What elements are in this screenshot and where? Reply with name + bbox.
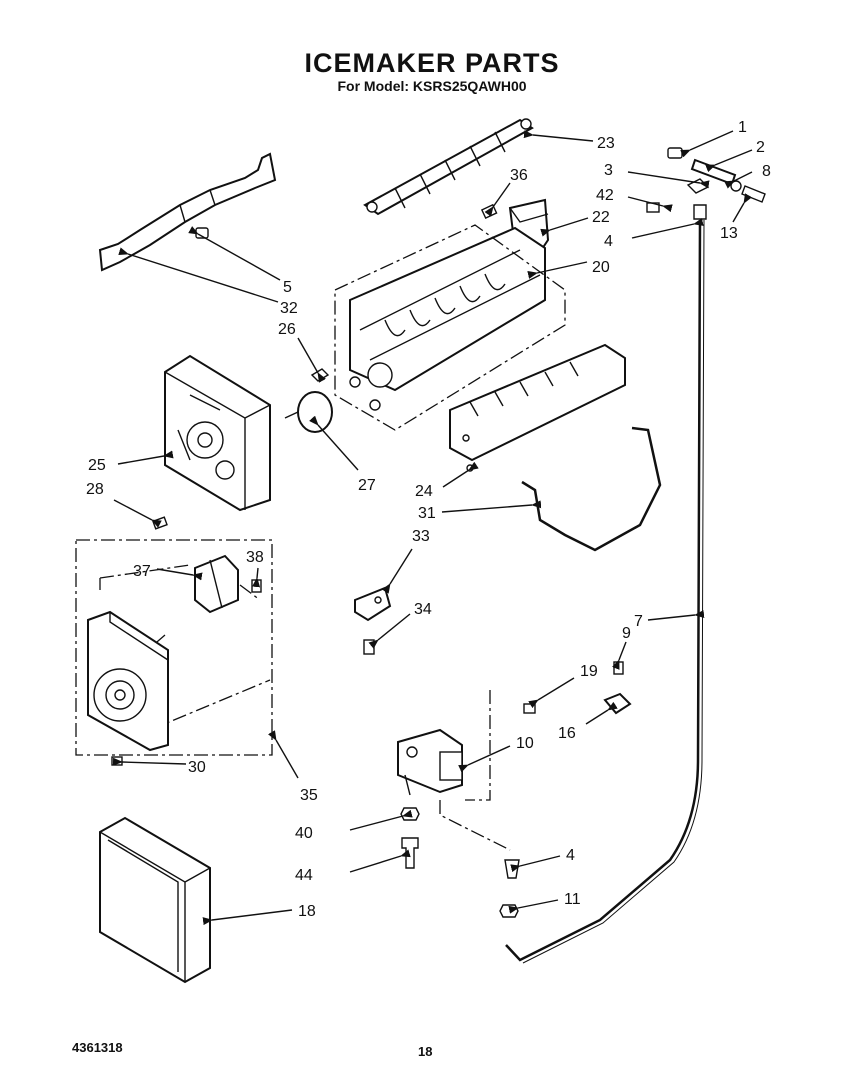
screw-28-part — [152, 516, 168, 530]
callout-23: 23 — [597, 135, 615, 152]
callout-7: 7 — [634, 613, 643, 630]
document-number: 4361318 — [72, 1040, 123, 1055]
callout-42: 42 — [596, 187, 614, 204]
fitting-44-part — [401, 837, 419, 869]
callout-35: 35 — [300, 787, 318, 804]
nut-40-part — [400, 807, 420, 821]
callout-30: 30 — [188, 759, 206, 776]
callout-4-lower: 4 — [566, 847, 575, 864]
module-kit-35-part — [75, 539, 273, 756]
callout-8: 8 — [762, 163, 771, 180]
bracket-33-part — [354, 586, 392, 622]
callout-31: 31 — [418, 505, 436, 522]
callout-18: 18 — [298, 903, 316, 920]
screw-34-part — [363, 639, 375, 655]
module-plate-part — [87, 610, 169, 752]
ejector-rail-part — [363, 118, 534, 216]
leader-lines — [112, 130, 753, 926]
callout-9: 9 — [622, 625, 631, 642]
callout-4-upper: 4 — [604, 233, 613, 250]
callout-11: 11 — [564, 891, 581, 908]
water-tube-part — [505, 219, 705, 964]
control-housing-part — [164, 354, 271, 512]
callout-22: 22 — [592, 209, 610, 226]
page-title: ICEMAKER PARTS — [304, 48, 560, 78]
callout-34: 34 — [414, 601, 432, 618]
screw-30-part — [111, 756, 123, 766]
icemaker-mold-part — [334, 224, 566, 431]
callout-28: 28 — [86, 481, 104, 498]
callout-33: 33 — [412, 528, 430, 545]
wire-harness-part — [98, 152, 277, 272]
fittings-top-right-part — [646, 147, 766, 220]
callout-10: 10 — [516, 735, 534, 752]
sleeve-4-lower-part — [504, 859, 520, 879]
page-number: 18 — [418, 1044, 433, 1059]
callout-44: 44 — [295, 867, 313, 884]
callout-16: 16 — [558, 725, 576, 742]
callout-24: 24 — [415, 483, 433, 500]
callout-27: 27 — [358, 477, 376, 494]
callout-13: 13 — [720, 225, 738, 242]
callout-36: 36 — [510, 167, 528, 184]
bail-arm-part — [521, 426, 662, 552]
shield-heater-part — [449, 343, 626, 472]
callout-5: 5 — [283, 279, 292, 296]
callout-labels: 23 1 2 3 8 42 36 22 13 4 20 5 32 26 25 2… — [86, 119, 771, 920]
screw-36-part — [480, 203, 498, 219]
screw-9-part — [613, 661, 624, 675]
module-motor-part — [194, 554, 239, 614]
callout-20: 20 — [592, 259, 610, 276]
motor-27-part — [284, 391, 333, 433]
callout-2: 2 — [756, 139, 765, 156]
water-valve-part — [397, 690, 511, 851]
screw-38-part — [251, 579, 262, 593]
clip-26-part — [310, 368, 330, 382]
callout-32: 32 — [280, 300, 298, 317]
model-subtitle: For Model: KSRS25QAWH00 — [337, 78, 527, 94]
callout-26: 26 — [278, 321, 296, 338]
screw-19-part — [523, 703, 536, 714]
filter-box-part — [99, 816, 211, 984]
callout-38: 38 — [246, 549, 264, 566]
callout-37: 37 — [133, 563, 151, 580]
callout-3: 3 — [604, 162, 613, 179]
callout-1: 1 — [738, 119, 747, 136]
nut-11-part — [499, 904, 519, 918]
callout-40: 40 — [295, 825, 313, 842]
callout-25: 25 — [88, 457, 106, 474]
callout-19: 19 — [580, 663, 598, 680]
tube-clamp-part — [603, 692, 632, 715]
